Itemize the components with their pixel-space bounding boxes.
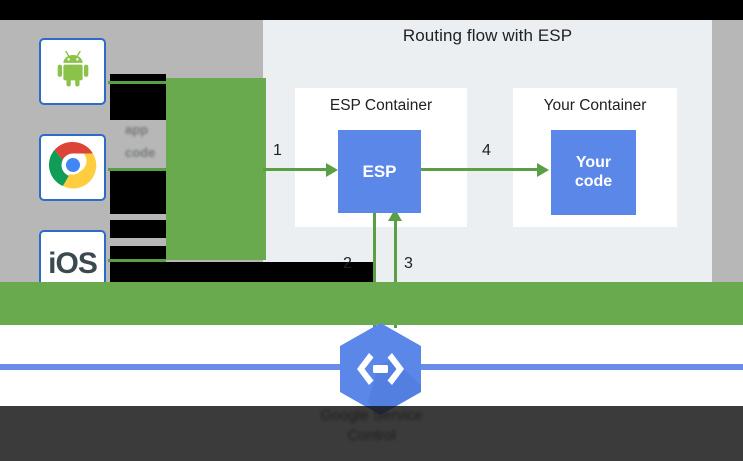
- glitch-block-1: [110, 74, 166, 106]
- android-icon: [52, 48, 94, 95]
- right-gray-surround: [712, 20, 743, 282]
- glitch-block-top: [0, 0, 263, 20]
- client-tile-chrome[interactable]: [39, 134, 106, 201]
- arrow-4-line: [421, 168, 539, 171]
- step-number-3: 3: [404, 255, 413, 272]
- glitch-block-4: [110, 220, 166, 238]
- step-number-1: 1: [273, 142, 282, 159]
- your-container-title: Your Container: [543, 97, 647, 114]
- your-code-box-label: Your code: [575, 154, 612, 191]
- your-code-line-2: code: [574, 172, 613, 190]
- arrow-3-line: [394, 213, 397, 328]
- client-tile-android[interactable]: [39, 38, 106, 105]
- client-note-line-1: app: [125, 122, 149, 137]
- step-number-4: 4: [482, 142, 491, 159]
- glitch-block-2: [110, 106, 166, 120]
- client-note-line-2: code: [125, 145, 156, 160]
- green-band-occluder: [0, 282, 743, 325]
- endpoints-hexagon-icon[interactable]: [338, 322, 423, 416]
- esp-box-label: ESP: [362, 161, 397, 181]
- chrome-icon: [48, 141, 97, 194]
- step-number-2: 2: [343, 255, 352, 272]
- glitch-block-3: [110, 170, 166, 214]
- connector-ios: [108, 259, 166, 262]
- bottom-dark-overlay: [0, 406, 743, 461]
- arrow-4-head: [537, 163, 549, 177]
- green-stub-occluder: [373, 282, 389, 325]
- connector-chrome: [108, 168, 166, 171]
- arrow-1-head: [326, 163, 338, 177]
- your-code-line-1: Your: [575, 154, 612, 172]
- esp-box: ESP: [338, 130, 421, 213]
- glitch-block-6: [110, 262, 373, 282]
- connector-android: [108, 81, 166, 84]
- ios-icon: iOS: [48, 246, 98, 280]
- green-occluder-block: [166, 78, 266, 260]
- glitch-block-5: [110, 246, 166, 262]
- arrow-2-line: [373, 213, 376, 328]
- diagram-title: Routing flow with ESP: [402, 26, 573, 45]
- your-code-box: Your code: [551, 130, 636, 215]
- esp-container-title: ESP Container: [329, 97, 433, 114]
- arrow-1-line: [263, 168, 329, 171]
